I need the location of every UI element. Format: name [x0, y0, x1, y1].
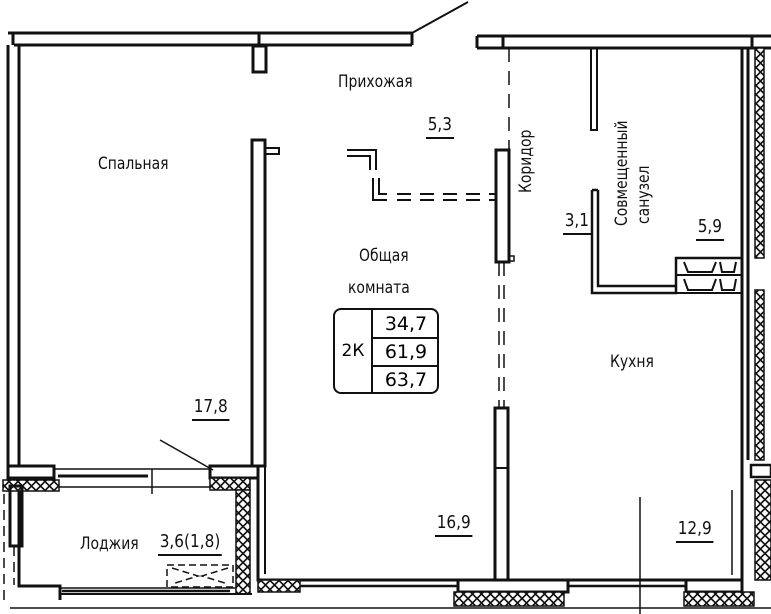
room-area-loggia: 3,6(1,8): [158, 533, 223, 556]
bathroom-fixtures: [675, 257, 743, 294]
total-with-loggia-value: 63,7: [384, 368, 428, 391]
room-name-bathroom-line2: санузел: [634, 165, 654, 224]
loggia-storage: [166, 564, 234, 588]
room-area-hallway: 5,3: [426, 116, 454, 139]
entry-door-swing: [411, 1, 469, 34]
wall-stub-top: [251, 44, 268, 74]
bedroom-living-partition: [250, 138, 280, 468]
left-wall: [6, 45, 21, 466]
room-area-kitchen: 12,9: [676, 520, 714, 543]
corridor-boundary: [498, 48, 510, 408]
room-area-living: 16,9: [435, 514, 473, 537]
room-name-bedroom: Спальная: [98, 154, 169, 174]
corridor-partition-lower: [493, 406, 510, 582]
living-area-value: 34,7: [373, 310, 439, 339]
corridor-partition-upper: [494, 148, 515, 264]
right-wall: [740, 47, 771, 581]
total-area-value: 61,9: [373, 338, 439, 367]
bottom-wall: [256, 466, 755, 614]
loggia-walls: [2, 477, 771, 609]
room-name-hallway: Прихожая: [338, 72, 413, 92]
room-name-loggia: Лоджия: [80, 534, 139, 554]
bathroom-wall-top: [590, 47, 598, 131]
room-name-living-line1: Общая: [359, 246, 409, 266]
apartment-type: 2К: [335, 310, 373, 392]
room-name-living-line2: комната: [348, 278, 410, 298]
top-wall-left: [8, 31, 414, 47]
room-name-corridor: Коридор: [516, 129, 536, 193]
room-area-bedroom: 17,8: [192, 398, 230, 421]
room-area-bathroom: 5,9: [696, 218, 724, 241]
top-wall-right: [475, 34, 771, 50]
hallway-closet-outline: [347, 149, 496, 201]
apartment-summary-box: 2К 34,7 61,9 63,7: [333, 308, 439, 394]
room-area-corridor: 3,1: [563, 212, 591, 235]
room-name-kitchen: Кухня: [610, 352, 654, 372]
room-name-bathroom-line1: Совмещенный: [612, 120, 632, 226]
